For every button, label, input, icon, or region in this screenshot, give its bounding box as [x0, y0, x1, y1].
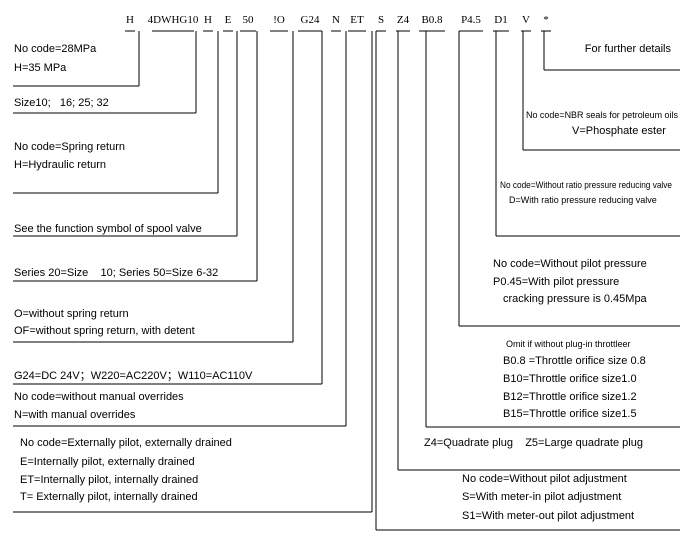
note-seals-line2: V=Phosphate ester [572, 125, 666, 137]
note-pressure-line1: No code=28MPa [14, 43, 97, 55]
note-pressure-line2: H=35 MPa [14, 62, 67, 74]
code-segment-base: 4DWHG10 [148, 14, 199, 26]
note-seals-line1: No code=NBR seals for petroleum oils [526, 110, 678, 120]
note-pilot-pressure-line1: No code=Without pilot pressure [493, 258, 647, 270]
note-detent-line2: OF=without spring return, with detent [14, 325, 195, 337]
code-segment-h2: H [204, 14, 212, 26]
note-spool: See the function symbol of spool valve [14, 223, 202, 235]
code-segment-50: 50 [243, 14, 255, 26]
note-manual-line2: N=with manual overrides [14, 409, 136, 421]
code-segment-b08: B0.8 [421, 14, 443, 26]
note-plug: Z4=Quadrate plug Z5=Large quadrate plug [424, 437, 643, 449]
note-throttle-line5: B15=Throttle orifice size1.5 [503, 408, 637, 420]
code-segment-s: S [378, 14, 384, 26]
leader-lines-right [375, 31, 680, 531]
code-segment-p45: P4.5 [461, 14, 481, 26]
note-size: Size10; 16; 25; 32 [14, 97, 109, 109]
note-pilot-pressure-line3: cracking pressure is 0.45Mpa [503, 293, 648, 305]
note-throttle-line2: B0.8 =Throttle orifice size 0.8 [503, 355, 646, 367]
code-segment-h1: H [126, 14, 134, 26]
note-voltage: G24=DC 24V；W220=AC220V；W110=AC110V [14, 370, 253, 382]
code-segment-g24: G24 [301, 14, 320, 26]
code-segment-e: E [225, 14, 232, 26]
left-notes: No code=28MPa H=35 MPa Size10; 16; 25; 3… [14, 43, 253, 503]
model-code: H 4DWHG10 H E 50 !O G24 N ET S Z4 B0.8 P… [126, 14, 549, 26]
code-segment-star: * [543, 14, 549, 26]
note-drain-line1: No code=Externally pilot, externally dra… [20, 437, 232, 449]
code-segment-d1: D1 [494, 14, 507, 26]
note-return-line1: No code=Spring return [14, 141, 125, 153]
note-throttle-line4: B12=Throttle orifice size1.2 [503, 391, 637, 403]
code-segment-v: V [522, 14, 530, 26]
note-drain-line4: T= Externally pilot, internally drained [20, 491, 198, 503]
code-segment-n: N [332, 14, 340, 26]
note-drain-line3: ET=Internally pilot, internally drained [20, 474, 198, 486]
note-reducing-line1: No code=Without ratio pressure reducing … [500, 180, 672, 190]
note-throttle-line1: Omit if without plug-in throttleer [506, 339, 631, 349]
right-notes: For further details No code=NBR seals fo… [424, 43, 678, 522]
note-detent-line1: O=without spring return [14, 308, 129, 320]
code-segment-et: ET [350, 14, 364, 26]
note-adjust-line1: No code=Without pilot adjustment [462, 473, 627, 485]
note-drain-line2: E=Internally pilot, externally drained [20, 456, 195, 468]
code-segment-z4: Z4 [397, 14, 410, 26]
code-segment-o: !O [273, 14, 285, 26]
note-adjust-line3: S1=With meter-out pilot adjustment [462, 510, 634, 522]
note-further: For further details [585, 43, 672, 55]
note-pilot-pressure-line2: P0.45=With pilot pressure [493, 276, 619, 288]
note-series: Series 20=Size 10; Series 50=Size 6-32 [14, 267, 218, 279]
note-adjust-line2: S=With meter-in pilot adjustment [462, 491, 621, 503]
note-return-line2: H=Hydraulic return [14, 159, 106, 171]
leader-lines-left [13, 31, 373, 513]
note-manual-line1: No code=without manual overrides [14, 391, 184, 403]
note-throttle-line3: B10=Throttle orifice size1.0 [503, 373, 637, 385]
note-reducing-line2: D=With ratio pressure reducing valve [509, 195, 657, 205]
